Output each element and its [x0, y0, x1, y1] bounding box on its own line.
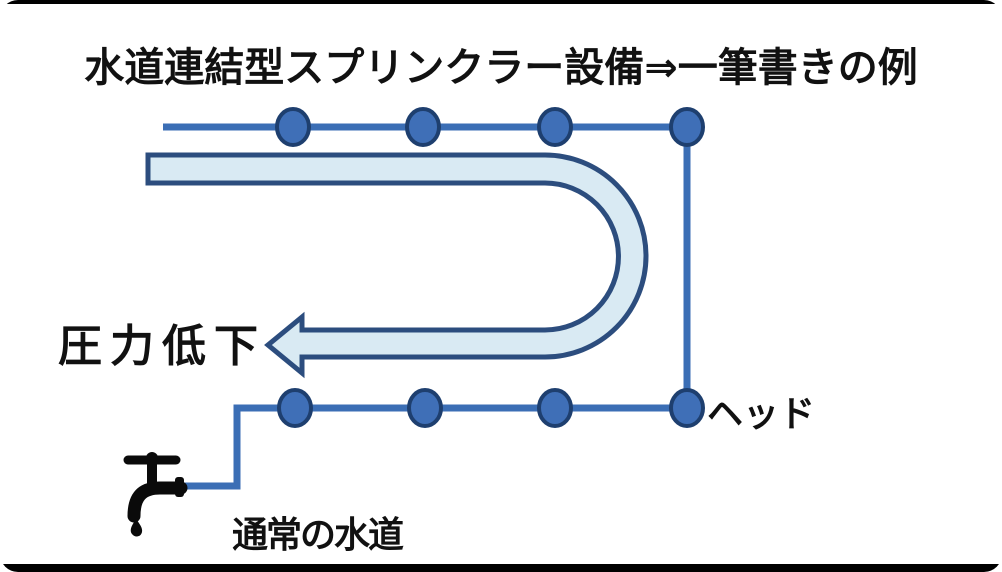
- faucet-outlet-flange: [175, 477, 184, 497]
- head-label: ヘッド: [707, 394, 815, 435]
- letterbox-bottom-bar: [0, 564, 1002, 572]
- bottom-pipe-line: [176, 404, 687, 490]
- faucet-icon: [123, 452, 188, 537]
- letterbox-top-bar: [0, 0, 1002, 4]
- sprinkler-head-node: [405, 107, 441, 147]
- sprinkler-head-node: [669, 388, 705, 428]
- sprinkler-head-node: [407, 388, 443, 428]
- sprinkler-head-node: [537, 107, 573, 147]
- faucet-body: [127, 481, 188, 523]
- sprinkler-head-node: [537, 388, 573, 428]
- sprinkler-head-node: [669, 107, 705, 147]
- diagram-title: 水道連結型スプリンクラー設備⇒一筆書きの例: [84, 45, 918, 91]
- water-supply-label: 通常の水道: [232, 515, 404, 556]
- water-drop: [130, 519, 143, 537]
- sprinkler-head-node: [277, 388, 313, 428]
- u-turn-arrow: [145, 152, 649, 379]
- sprinkler-head-node: [275, 107, 311, 147]
- pressure-drop-label: 圧力低下: [58, 321, 266, 372]
